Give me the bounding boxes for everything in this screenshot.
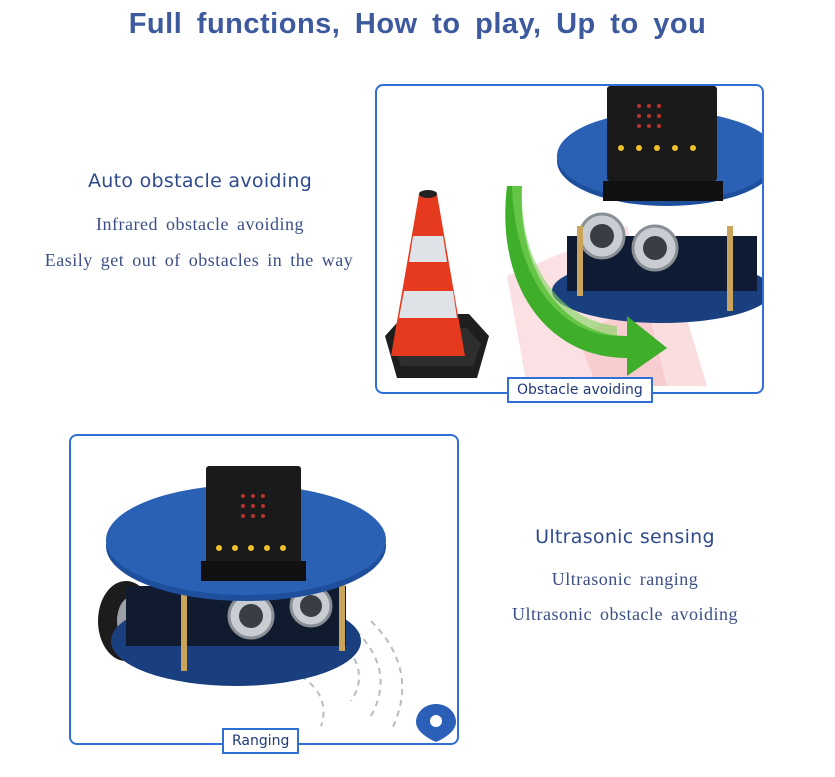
location-pin-icon	[416, 704, 456, 742]
page-title: Full functions, How to play, Up to you	[128, 8, 707, 40]
obstacle-feature-line-2: Easily get out of obstacles in the way	[44, 250, 354, 270]
ranging-caption: Ranging	[222, 728, 300, 754]
ranging-illustration	[98, 466, 456, 742]
obstacle-avoiding-caption: Obstacle avoiding	[507, 377, 653, 403]
obstacle-avoiding-panel	[375, 84, 764, 394]
ranging-panel	[69, 434, 459, 745]
obstacle-feature-line-1: Infrared obstacle avoiding	[96, 214, 304, 234]
ultrasonic-feature-line-1: Ultrasonic ranging	[551, 569, 699, 589]
ultrasonic-feature-line-2: Ultrasonic obstacle avoiding	[512, 604, 738, 624]
traffic-cone-icon	[391, 194, 465, 356]
obstacle-feature-heading: Auto obstacle avoiding	[87, 170, 313, 192]
obstacle-avoiding-illustration	[385, 86, 762, 386]
ultrasonic-feature-heading: Ultrasonic sensing	[535, 526, 715, 548]
